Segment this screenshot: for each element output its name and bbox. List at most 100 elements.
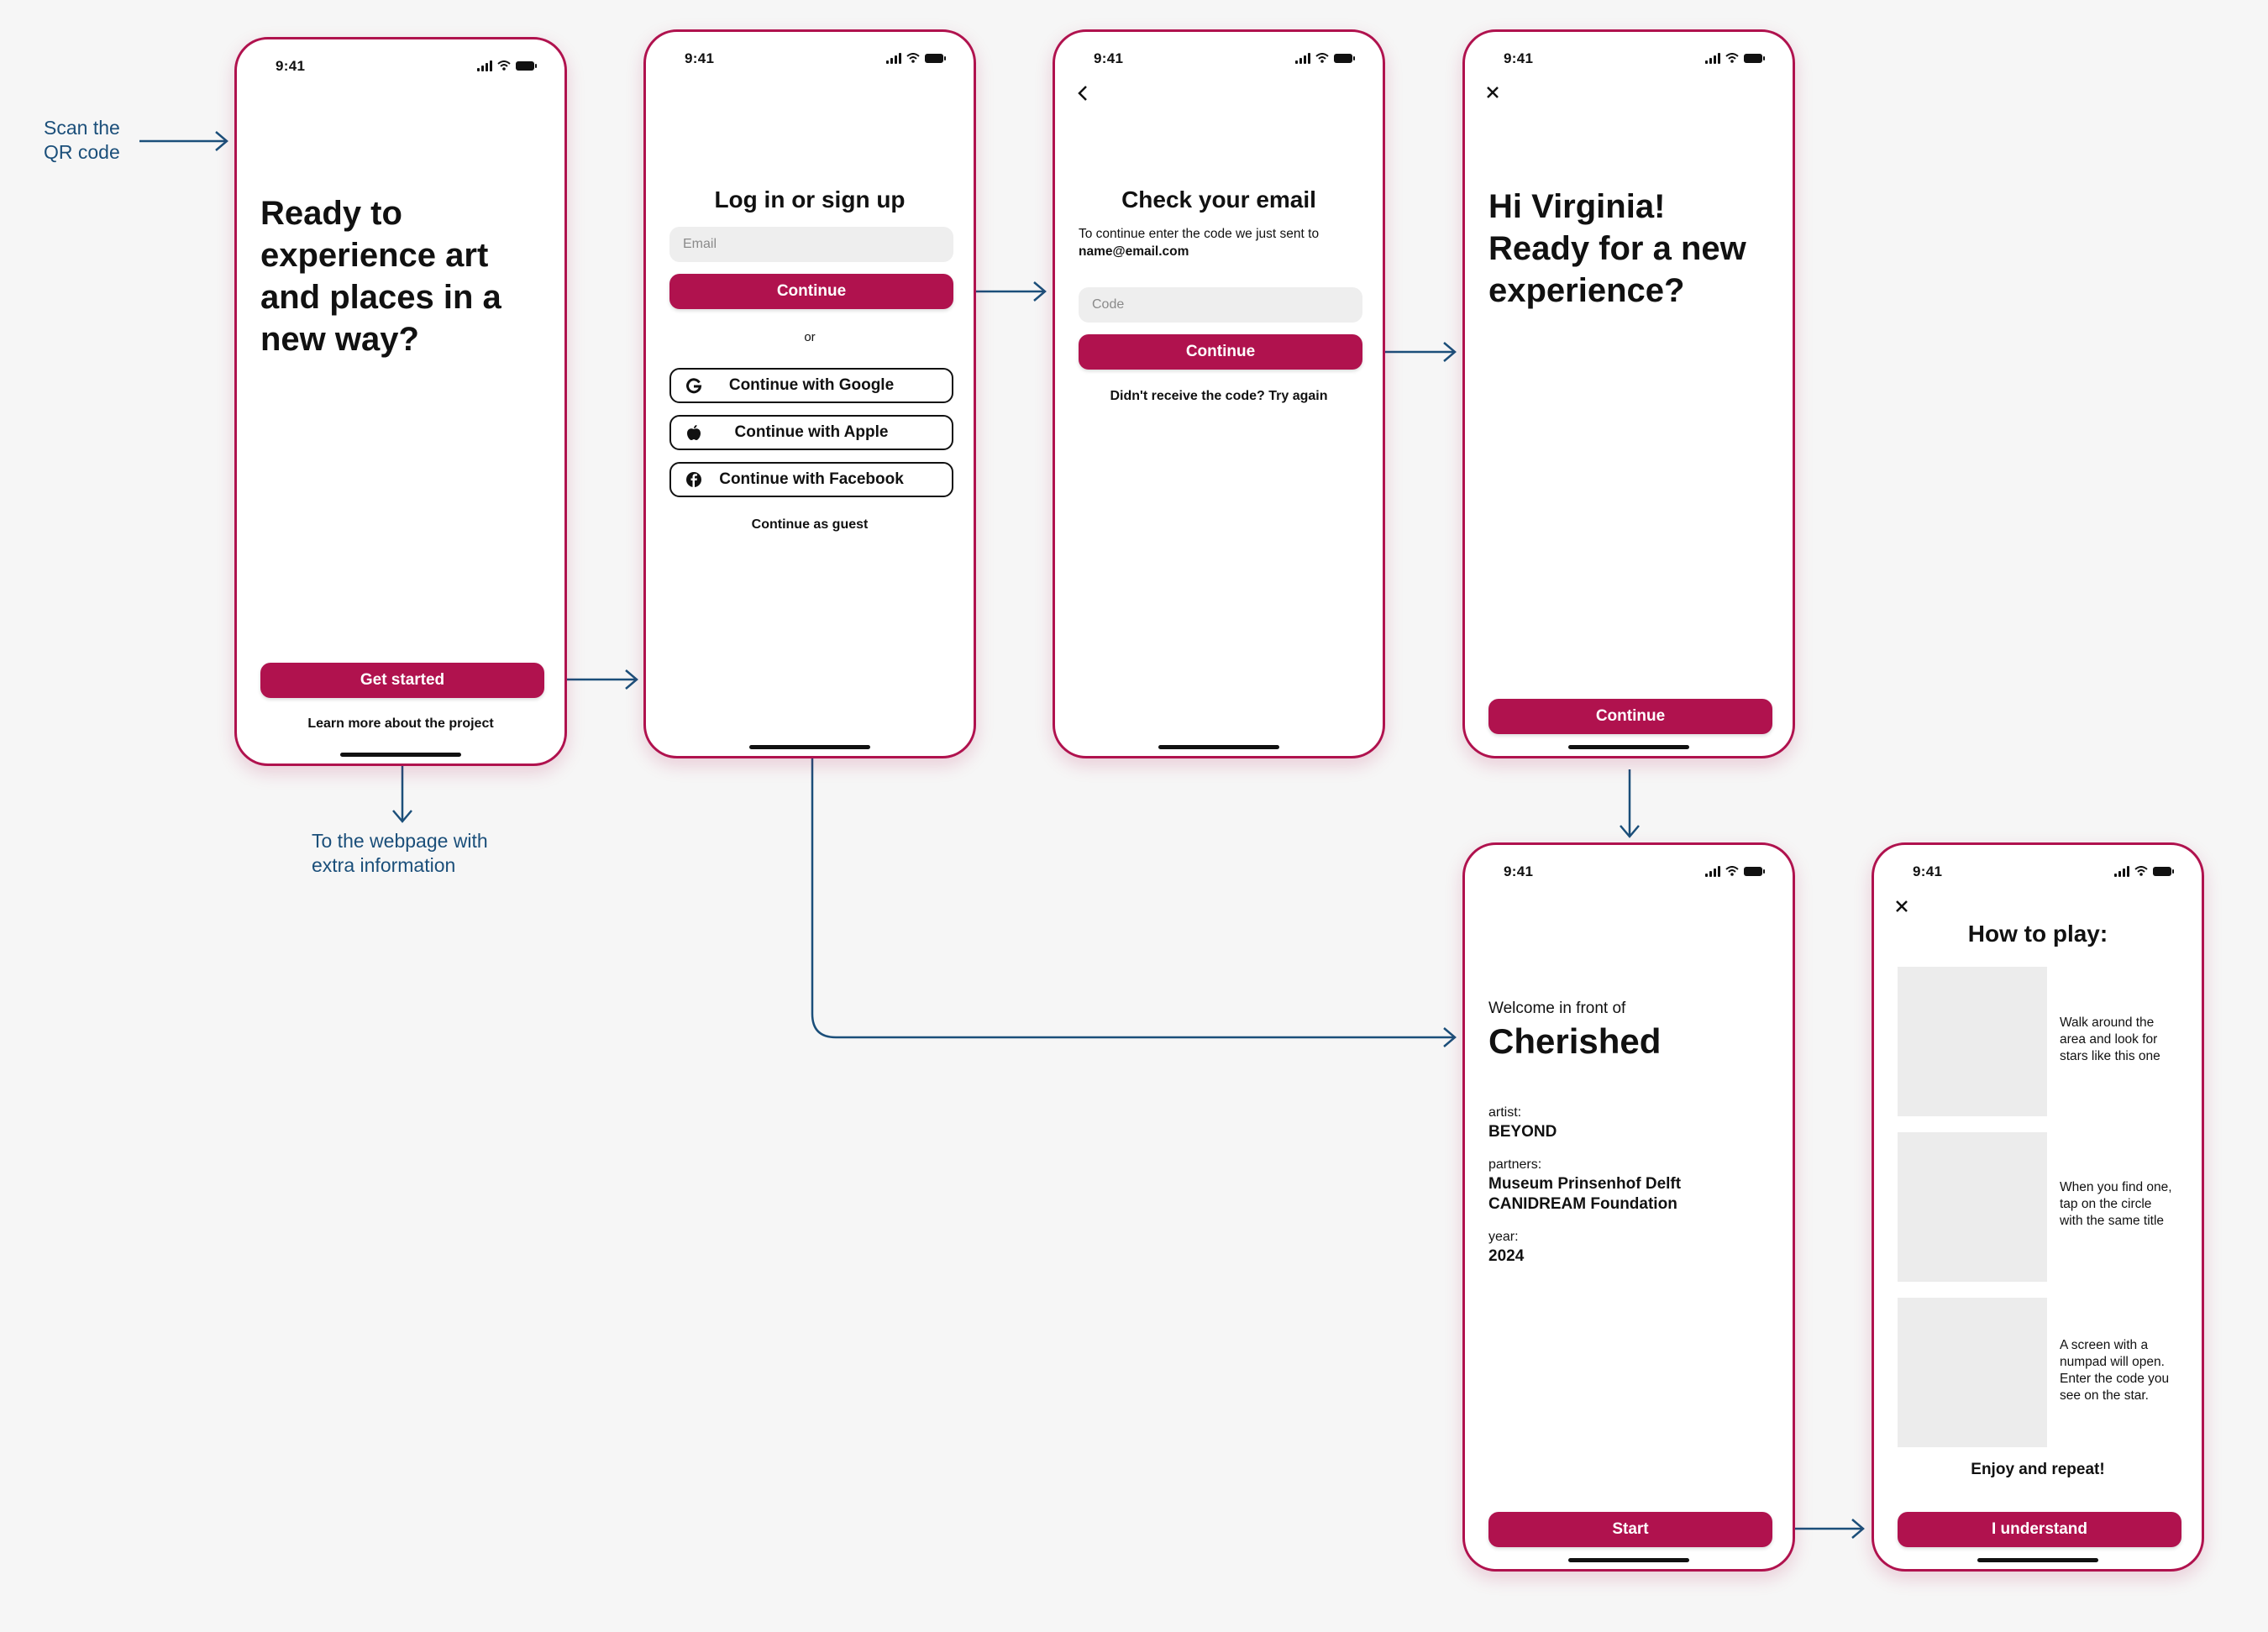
- arrow-guest-to-artwork: [811, 542, 1457, 1047]
- step-text: A screen with a numpad will open. Enter …: [2060, 1337, 2186, 1404]
- partner-value: Museum Prinsenhof Delft: [1488, 1175, 1682, 1193]
- headline-line: new way?: [260, 321, 419, 358]
- partner-value: CANIDREAM Foundation: [1488, 1195, 1677, 1213]
- step-line: A screen with a: [2060, 1338, 2149, 1352]
- home-indicator: [1158, 745, 1279, 749]
- status-bar: 9:41: [685, 50, 946, 71]
- artwork-name: Cherished: [1488, 1021, 1662, 1061]
- continue-button[interactable]: Continue: [1079, 334, 1362, 370]
- status-bar: 9:41: [1504, 863, 1765, 884]
- annotation-line: extra information: [312, 854, 456, 876]
- status-time: 9:41: [1504, 50, 1534, 66]
- screen-check-email: 9:41 Check your email To continue enter …: [1053, 29, 1385, 758]
- status-bar: 9:41: [1094, 50, 1355, 71]
- wifi-icon: [1315, 53, 1329, 63]
- home-indicator: [749, 745, 870, 749]
- battery-icon: [516, 60, 537, 71]
- i-understand-button[interactable]: I understand: [1898, 1512, 2181, 1547]
- headline-line: Hi Virginia!: [1488, 188, 1666, 225]
- signal-icon: [1705, 52, 1720, 64]
- continue-button[interactable]: Continue: [669, 274, 953, 309]
- close-icon[interactable]: [1894, 899, 1909, 914]
- check-email-title: Check your email: [1121, 186, 1316, 213]
- screen-login: 9:41 Log in or sign up Email Continue or…: [643, 29, 976, 758]
- step-text: Walk around the area and look for stars …: [2060, 1015, 2186, 1065]
- step-line: When you find one,: [2060, 1180, 2172, 1194]
- back-chevron-icon[interactable]: [1077, 84, 1089, 102]
- annotation-scan-qr: Scan the QR code: [44, 116, 120, 165]
- signal-icon: [477, 60, 492, 71]
- signal-icon: [886, 52, 901, 64]
- step-line: see on the star.: [2060, 1388, 2149, 1403]
- headline-line: experience?: [1488, 272, 1685, 309]
- sent-email-address: name@email.com: [1079, 244, 1189, 259]
- status-time: 9:41: [1094, 50, 1124, 66]
- wifi-icon: [497, 60, 511, 71]
- step-image-placeholder: [1898, 967, 2047, 1116]
- resend-code-link[interactable]: Didn't receive the code? Try again: [1110, 389, 1328, 403]
- status-bar: 9:41: [1504, 50, 1765, 71]
- headline-line: and places in a: [260, 279, 501, 316]
- annotation-webpage: To the webpage with extra information: [312, 829, 488, 878]
- step-line: Enter the code you: [2060, 1372, 2170, 1386]
- step-image-placeholder: [1898, 1298, 2047, 1447]
- enjoy-footer: Enjoy and repeat!: [1971, 1461, 2105, 1478]
- close-icon[interactable]: [1485, 85, 1500, 100]
- step-line: Walk around the: [2060, 1015, 2155, 1030]
- step-image-placeholder: [1898, 1132, 2047, 1282]
- code-input[interactable]: Code: [1079, 287, 1362, 323]
- year-label: year:: [1488, 1230, 1519, 1244]
- screen-artwork: 9:41 Welcome in front of Cherished artis…: [1462, 842, 1795, 1572]
- email-input[interactable]: Email: [669, 227, 953, 262]
- screen-welcome: 9:41 Ready to experience art and places …: [234, 37, 567, 766]
- continue-as-guest-link[interactable]: Continue as guest: [751, 517, 869, 532]
- battery-icon: [2153, 866, 2174, 876]
- screen-greeting: 9:41 Hi Virginia! Ready for a new experi…: [1462, 29, 1795, 758]
- code-instruction: To continue enter the code we just sent …: [1079, 227, 1320, 241]
- battery-icon: [925, 53, 946, 63]
- home-indicator: [1568, 1558, 1689, 1562]
- apple-button[interactable]: Continue with Apple: [669, 415, 953, 450]
- google-button-label: Continue with Google: [728, 376, 895, 394]
- google-button[interactable]: Continue with Google: [669, 368, 953, 403]
- wifi-icon: [1725, 866, 1739, 876]
- annotation-line: QR code: [44, 141, 120, 163]
- step-line: stars like this one: [2060, 1049, 2160, 1063]
- step-line: numpad will open.: [2060, 1355, 2165, 1369]
- status-bar: 9:41: [276, 58, 537, 78]
- artist-label: artist:: [1488, 1105, 1522, 1120]
- greeting-headline: Hi Virginia! Ready for a new experience?: [1488, 186, 1746, 312]
- signal-icon: [1295, 52, 1310, 64]
- wifi-icon: [2134, 866, 2148, 876]
- get-started-button[interactable]: Get started: [260, 663, 544, 698]
- continue-button[interactable]: Continue: [1488, 699, 1772, 734]
- arrow-greeting-to-artwork: [1620, 769, 1640, 838]
- headline-line: Ready for a new: [1488, 230, 1746, 267]
- step-line: with the same title: [2060, 1214, 2165, 1228]
- signal-icon: [1705, 865, 1720, 877]
- how-to-play-title: How to play:: [1967, 921, 2108, 947]
- start-button[interactable]: Start: [1488, 1512, 1772, 1547]
- learn-more-link[interactable]: Learn more about the project: [307, 716, 494, 731]
- welcome-headline: Ready to experience art and places in a …: [260, 192, 501, 360]
- headline-line: experience art: [260, 237, 489, 274]
- step-text: When you find one, tap on the circle wit…: [2060, 1179, 2186, 1230]
- year-value: 2024: [1488, 1247, 1525, 1265]
- facebook-button-label: Continue with Facebook: [719, 470, 904, 488]
- artist-value: BEYOND: [1488, 1123, 1557, 1141]
- headline-line: Ready to: [260, 195, 402, 232]
- battery-icon: [1334, 53, 1355, 63]
- welcome-label: Welcome in front of: [1488, 1000, 1626, 1017]
- battery-icon: [1744, 866, 1765, 876]
- annotation-line: Scan the: [44, 117, 120, 139]
- apple-icon: [685, 423, 703, 442]
- apple-button-label: Continue with Apple: [734, 423, 889, 441]
- step-line: tap on the circle: [2060, 1197, 2152, 1211]
- status-time: 9:41: [1913, 863, 1943, 879]
- battery-icon: [1744, 53, 1765, 63]
- status-time: 9:41: [1504, 863, 1534, 879]
- signal-icon: [2114, 865, 2129, 877]
- facebook-button[interactable]: Continue with Facebook: [669, 462, 953, 497]
- status-time: 9:41: [276, 58, 306, 74]
- status-time: 9:41: [685, 50, 715, 66]
